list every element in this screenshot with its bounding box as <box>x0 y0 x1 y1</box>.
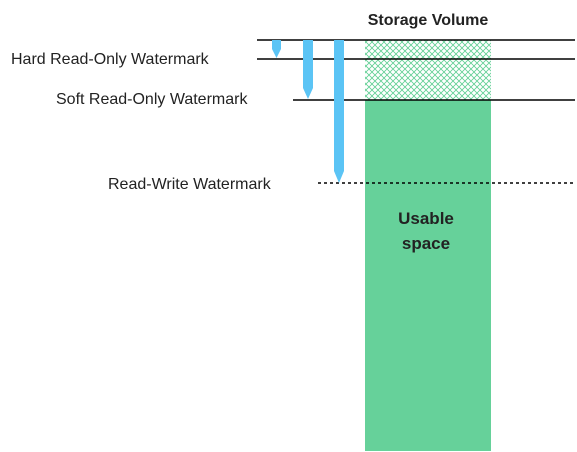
reserved-space-hatched <box>365 40 491 100</box>
read-write-arrow-icon <box>334 40 344 183</box>
usable-space-label-line2: space <box>402 234 450 253</box>
read-write-label: Read-Write Watermark <box>108 176 272 193</box>
usable-space-label-line1: Usable <box>398 209 454 228</box>
storage-volume-title: Storage Volume <box>368 12 489 29</box>
usable-space-region <box>365 100 491 451</box>
soft-read-only-label: Soft Read-Only Watermark <box>56 91 248 108</box>
soft-read-only-arrow-icon <box>303 40 313 99</box>
hard-read-only-arrow-icon <box>272 40 281 58</box>
hard-read-only-label: Hard Read-Only Watermark <box>11 51 210 68</box>
